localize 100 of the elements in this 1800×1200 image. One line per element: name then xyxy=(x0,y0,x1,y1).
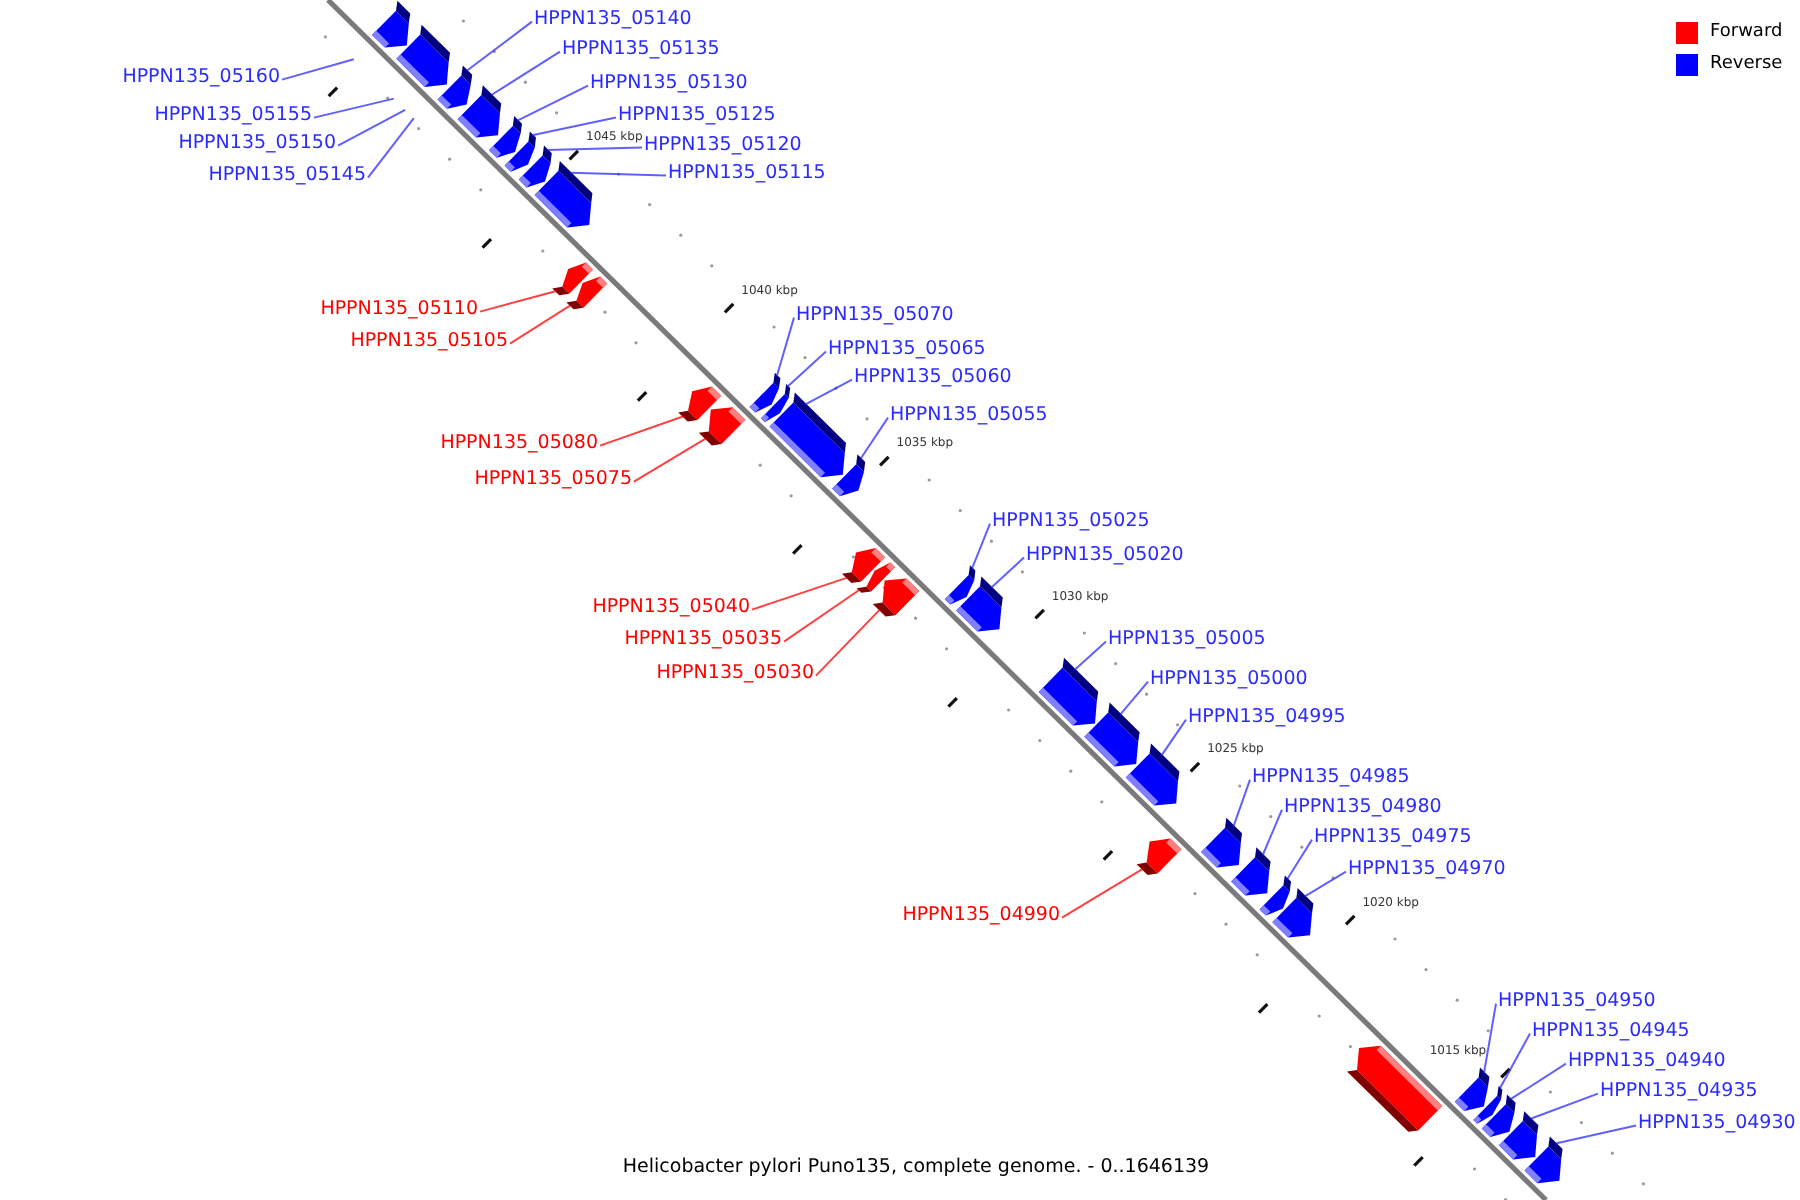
gene-label: HPPN135_05055 xyxy=(890,404,1048,426)
gene-label: HPPN135_05120 xyxy=(644,134,802,156)
gene-label: HPPN135_04935 xyxy=(1600,1080,1758,1102)
gene-label: HPPN135_05160 xyxy=(122,66,280,88)
leader-line xyxy=(990,556,1025,589)
gene-label: HPPN135_04945 xyxy=(1532,1020,1690,1042)
gene-block xyxy=(1499,1111,1539,1160)
leader-line xyxy=(599,415,685,447)
leader-line xyxy=(479,290,558,313)
gene-block xyxy=(872,578,920,617)
gene-label: HPPN135_04985 xyxy=(1252,766,1410,788)
gene-label: HPPN135_05140 xyxy=(534,8,692,30)
leader-line xyxy=(509,304,572,345)
gene-block xyxy=(1125,743,1180,806)
leader-line xyxy=(337,108,407,147)
gene-block xyxy=(1524,1136,1563,1184)
leader-line xyxy=(1529,1092,1599,1120)
leader-line xyxy=(1160,718,1187,757)
leader-line xyxy=(751,576,849,611)
gene-label: HPPN135_05025 xyxy=(992,510,1150,532)
gene-block xyxy=(698,407,746,446)
gene-label: HPPN135_05060 xyxy=(854,366,1012,388)
gene-label: HPPN135_04980 xyxy=(1284,796,1442,818)
legend-label: Forward xyxy=(1710,21,1783,43)
gene-block xyxy=(566,276,608,310)
gene-label: HPPN135_05150 xyxy=(178,132,336,154)
gene-label: HPPN135_05000 xyxy=(1150,668,1308,690)
leader-line xyxy=(531,116,617,137)
gene-label: HPPN135_05070 xyxy=(796,304,954,326)
gene-block xyxy=(518,145,552,188)
gene-block xyxy=(1084,702,1140,767)
leader-line xyxy=(1303,870,1347,898)
gene-label: HPPN135_05035 xyxy=(624,628,782,650)
gene-block xyxy=(1231,847,1271,896)
leader-line xyxy=(1073,640,1107,671)
gene-block xyxy=(534,161,593,228)
leader-line xyxy=(313,97,395,119)
gene-block xyxy=(1272,888,1314,938)
leader-line xyxy=(775,316,795,378)
gene-label: HPPN135_05040 xyxy=(592,596,750,618)
gene-block xyxy=(956,576,1003,632)
gene-label: HPPN135_04990 xyxy=(902,904,1060,926)
leader-line xyxy=(971,522,991,570)
leader-line xyxy=(1286,838,1313,881)
gene-label: HPPN135_05020 xyxy=(1026,544,1184,566)
gene-label: HPPN135_05075 xyxy=(474,468,632,490)
gene-label: HPPN135_04940 xyxy=(1568,1050,1726,1072)
leader-line xyxy=(1232,778,1251,828)
leader-line xyxy=(1509,1062,1567,1101)
leader-line xyxy=(546,146,643,151)
leader-line xyxy=(569,171,667,177)
gene-label: HPPN135_05125 xyxy=(618,104,776,126)
gene-block xyxy=(761,384,791,422)
gene-label: HPPN135_05110 xyxy=(320,298,478,320)
gene-block xyxy=(372,0,411,48)
leader-line xyxy=(1261,808,1283,856)
legend-label: Reverse xyxy=(1710,53,1783,75)
leader-line xyxy=(1554,1124,1637,1145)
leader-line xyxy=(815,608,881,677)
gene-label: HPPN135_05115 xyxy=(668,162,826,184)
leader-line xyxy=(859,416,889,460)
gene-label: HPPN135_05005 xyxy=(1108,628,1266,650)
gene-block xyxy=(396,24,450,87)
gene-label: HPPN135_04975 xyxy=(1314,826,1472,848)
leader-line xyxy=(783,588,861,643)
gene-block xyxy=(769,392,846,478)
gene-block xyxy=(678,386,722,422)
gene-label: HPPN135_04995 xyxy=(1188,706,1346,728)
gene-label: HPPN135_04950 xyxy=(1498,990,1656,1012)
gene-block xyxy=(437,65,473,109)
leader-line xyxy=(465,20,533,72)
gene-label: HPPN135_05065 xyxy=(828,338,986,360)
leader-line xyxy=(516,84,589,122)
gene-label: HPPN135_04930 xyxy=(1638,1112,1796,1134)
gene-block xyxy=(457,85,502,138)
leader-line xyxy=(490,50,561,96)
gene-block xyxy=(504,131,536,172)
gene-label: HPPN135_05080 xyxy=(440,432,598,454)
leader-line xyxy=(804,378,853,406)
gene-block xyxy=(1481,1094,1516,1137)
gene-label: HPPN135_05105 xyxy=(350,330,508,352)
gene-block xyxy=(1259,875,1291,916)
leader-line xyxy=(367,117,415,179)
gene-block xyxy=(1201,817,1242,868)
gene-label: HPPN135_05030 xyxy=(656,662,814,684)
gene-label: HPPN135_05145 xyxy=(208,164,366,186)
leader-line xyxy=(281,58,355,81)
gene-block xyxy=(489,116,522,158)
gene-block xyxy=(1038,657,1099,726)
leader-line xyxy=(1498,1032,1531,1090)
gene-block xyxy=(1454,1067,1490,1111)
gene-label: HPPN135_04970 xyxy=(1348,858,1506,880)
gene-block xyxy=(842,548,885,583)
gene-label: HPPN135_05155 xyxy=(154,104,312,126)
leader-line xyxy=(1119,680,1149,716)
gene-block xyxy=(1136,838,1182,875)
leader-line xyxy=(633,437,707,483)
leader-line xyxy=(786,350,827,388)
caption: Helicobacter pylori Puno135, complete genome. - 0..1646139 xyxy=(622,1156,1210,1178)
gene-block xyxy=(832,454,866,497)
